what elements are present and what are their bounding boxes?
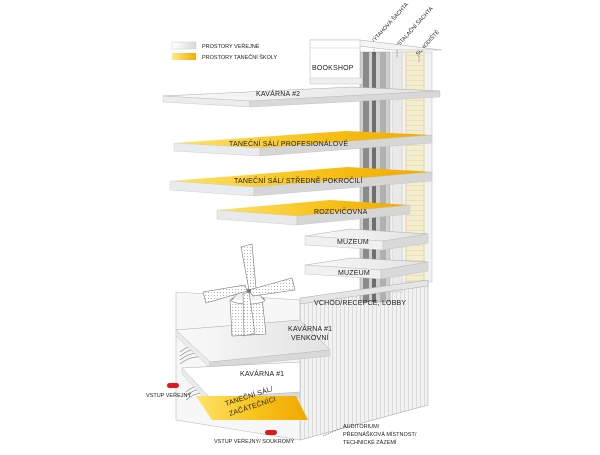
floor-museum-upper-label: MUZEUM xyxy=(337,239,369,246)
windmill-illustration xyxy=(202,243,296,337)
floor-dance-intermediate-label: TANEČNÍ SÁL/ STŘEDNĚ POKROČILÍ xyxy=(234,176,363,185)
entrance-private-label: VSTUP VEŘEJNÝ/ SOUKROMÝ xyxy=(214,437,295,445)
floor-dance-professional: TANEČNÍ SÁL/ PROFESIONÁLOVÉ xyxy=(173,131,433,157)
entrance-private-marker xyxy=(265,430,277,435)
entrance-public-marker xyxy=(167,383,179,388)
floor-museum-upper: MUZEUM xyxy=(304,228,429,251)
entrance-private: VSTUP VEŘEJNÝ/ SOUKROMÝ xyxy=(214,430,295,445)
floor-cafe1-outdoor-label-1: KAVÁRNA #1 xyxy=(288,324,332,333)
floor-dance-professional-label: TANEČNÍ SÁL/ PROFESIONÁLOVÉ xyxy=(229,139,348,148)
legend-public-swatch xyxy=(171,41,197,50)
legend-school-label: PROSTORY TANEČNÍ ŠKOLY xyxy=(202,54,278,61)
floor-museum-lower-label: MUZEUM xyxy=(338,270,370,277)
floor-cafe1-outdoor: KAVÁRNA #1 VENKOVNÍ xyxy=(175,319,332,369)
floor-cafe1-outdoor-label-2: VENKOVNÍ xyxy=(291,333,329,342)
floor-cafe2-label: KAVÁRNA #2 xyxy=(256,89,300,98)
floor-warmup: ROZCVIČOVNA xyxy=(216,200,411,226)
legend: PROSTORY VEŘEJNÉ PROSTORY TANEČNÍ ŠKOLY xyxy=(171,41,278,61)
entrance-public-label: VSTUP VEŘEJNÝ xyxy=(146,391,191,399)
basement-label: AUDITORIUM/ PŘEDNÁŠKOVÁ MÍSTNOST/ TECHNI… xyxy=(322,424,417,446)
floor-dance-beginners: TANEČNÍ SÁL/ ZAČÁTEČNÍCI xyxy=(196,384,308,420)
entrance-public: VSTUP VEŘEJNÝ xyxy=(146,383,191,399)
floor-warmup-label: ROZCVIČOVNA xyxy=(314,207,368,216)
stairs-shaft xyxy=(405,51,425,283)
legend-school-swatch xyxy=(172,53,196,60)
floor-lobby: VCHOD/RECEPCE, LOBBY xyxy=(299,279,429,307)
floor-bookshop-label: BOOKSHOP xyxy=(312,65,354,72)
floor-dance-intermediate: TANEČNÍ SÁL/ STŘEDNĚ POKROČILÍ xyxy=(169,167,433,197)
floor-cafe2: KAVÁRNA #2 xyxy=(162,86,441,108)
floor-museum-lower: MUZEUM xyxy=(304,257,429,280)
floor-bookshop: BOOKSHOP xyxy=(309,39,443,85)
floor-cafe1-label: KAVÁRNA #1 xyxy=(240,369,284,378)
floor-lobby-label: VCHOD/RECEPCE, LOBBY xyxy=(314,300,406,307)
basement-label-line-2: PŘEDNÁŠKOVÁ MÍSTNOST/ xyxy=(343,430,417,438)
legend-public-label: PROSTORY VEŘEJNÉ xyxy=(202,42,260,50)
basement-label-line-3: TECHNICKÉ ZÁZEMÍ xyxy=(343,439,397,446)
basement-label-line-1: AUDITORIUM/ xyxy=(343,424,380,430)
